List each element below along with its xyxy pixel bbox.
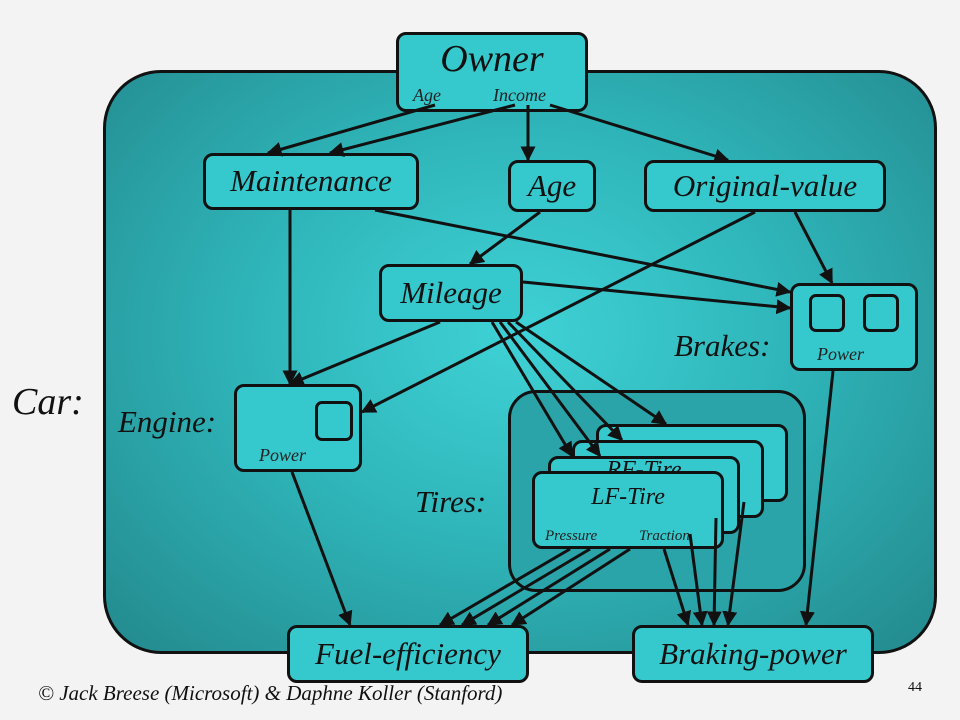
mileage-node: Mileage — [379, 264, 523, 322]
brakes-slot-2 — [863, 294, 899, 332]
lf-tire-attr-traction: Traction — [639, 528, 690, 544]
owner-node: Owner Age Income — [396, 32, 588, 112]
maintenance-node: Maintenance — [203, 153, 419, 210]
brakes-label: Brakes: — [674, 328, 771, 363]
brakes-attr-power: Power — [817, 344, 864, 364]
owner-attr-income: Income — [493, 85, 546, 105]
page-number: 44 — [908, 680, 922, 695]
braking-power-node: Braking-power — [632, 625, 874, 683]
lf-tire-node: LF-Tire Pressure Traction — [532, 471, 724, 549]
brakes-node: Power — [790, 283, 918, 371]
tires-label: Tires: — [415, 484, 487, 519]
owner-attr-age: Age — [413, 85, 441, 105]
age-node: Age — [508, 160, 596, 212]
brakes-slot-1 — [809, 294, 845, 332]
fuel-efficiency-node: Fuel-efficiency — [287, 625, 529, 683]
engine-attr-power: Power — [259, 445, 306, 465]
owner-title: Owner — [440, 38, 544, 80]
engine-label: Engine: — [118, 404, 217, 439]
car-label: Car: — [12, 381, 84, 423]
engine-node: Power — [234, 384, 362, 472]
footer-credit: © Jack Breese (Microsoft) & Daphne Kolle… — [38, 681, 503, 705]
lf-tire-title: LF-Tire — [591, 484, 665, 510]
engine-slot — [315, 401, 353, 441]
original-value-node: Original-value — [644, 160, 886, 212]
lf-tire-attr-pressure: Pressure — [545, 528, 598, 544]
